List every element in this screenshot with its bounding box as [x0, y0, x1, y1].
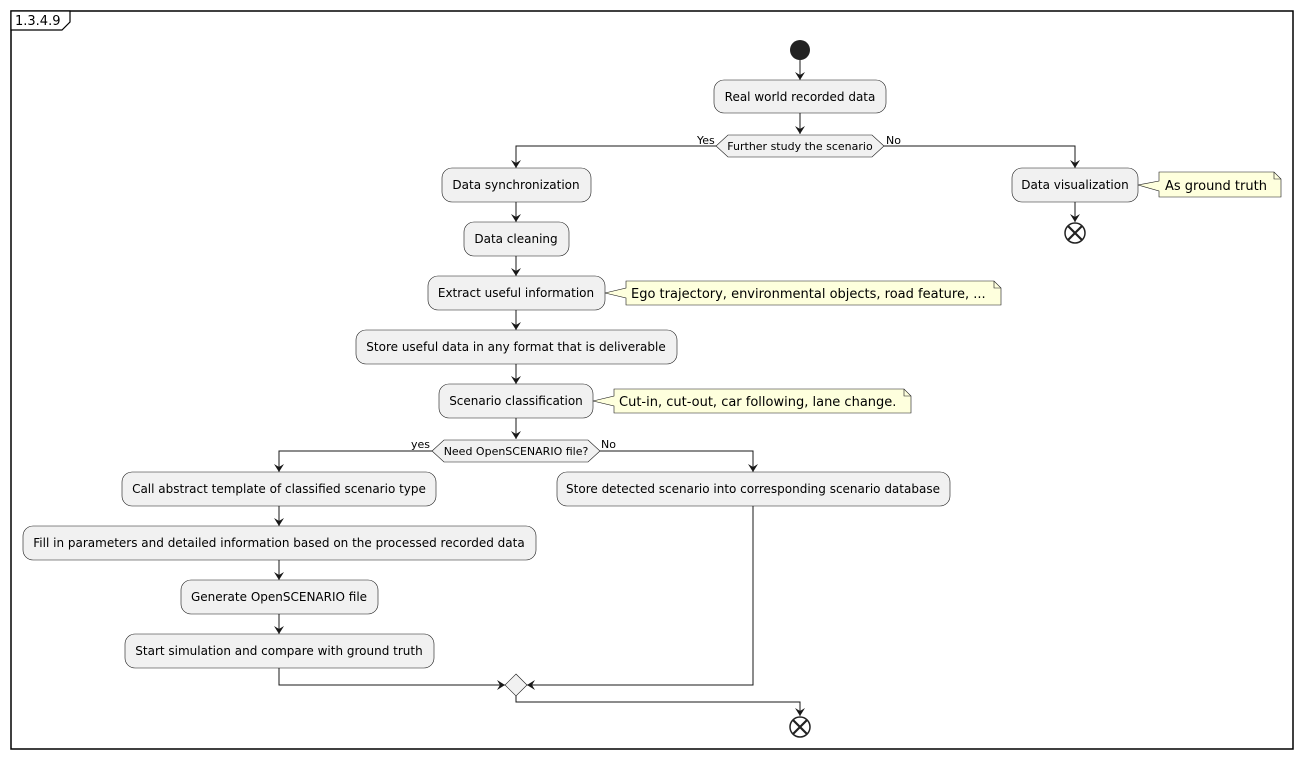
decision-further-study: Further study the scenario: [715, 134, 885, 158]
activity-start-simulation: Start simulation and compare with ground…: [124, 633, 435, 669]
note-text: Cut-in, cut-out, car following, lane cha…: [619, 395, 896, 410]
activity-label: Data cleaning: [474, 232, 557, 246]
note-text: As ground truth: [1165, 179, 1267, 194]
activity-label: Generate OpenSCENARIO file: [191, 590, 367, 604]
frame-title: 1.3.4.9: [15, 14, 60, 29]
connectors: [274, 60, 1080, 716]
frame-tab: [10, 10, 71, 31]
edge-label-yes: yes: [411, 438, 430, 451]
activity-fill-parameters: Fill in parameters and detailed informat…: [22, 525, 537, 561]
activity-generate-openscenario: Generate OpenSCENARIO file: [180, 579, 379, 615]
end-node-final: [789, 716, 811, 738]
activity-real-world-data: Real world recorded data: [713, 79, 887, 114]
edge-label-no: No: [601, 438, 616, 451]
note-ego-trajectory: Ego trajectory, environmental objects, r…: [604, 280, 1002, 306]
end-node-visualization: [1064, 222, 1086, 244]
decision-need-openscenario: Need OpenSCENARIO file?: [431, 439, 601, 463]
activity-store-useful-data: Store useful data in any format that is …: [355, 329, 678, 365]
activity-data-visualization: Data visualization: [1011, 167, 1139, 203]
activity-extract-useful-information: Extract useful information: [427, 275, 606, 311]
activity-label: Real world recorded data: [725, 90, 876, 104]
activity-label: Start simulation and compare with ground…: [135, 644, 422, 658]
activity-label: Fill in parameters and detailed informat…: [33, 536, 524, 550]
activity-label: Store detected scenario into correspondi…: [566, 482, 940, 496]
activity-label: Data synchronization: [452, 178, 579, 192]
decision-label: Further study the scenario: [727, 140, 873, 153]
activity-call-abstract-template: Call abstract template of classified sce…: [121, 471, 437, 507]
start-node: [790, 40, 810, 60]
activity-label: Data visualization: [1021, 178, 1128, 192]
activity-data-cleaning: Data cleaning: [463, 221, 570, 257]
activity-scenario-classification: Scenario classification: [438, 383, 594, 419]
note-ground-truth: As ground truth: [1137, 171, 1282, 198]
activity-data-synchronization: Data synchronization: [441, 167, 592, 203]
diagram-frame: [10, 10, 1294, 750]
activity-label: Store useful data in any format that is …: [366, 340, 665, 354]
decision-label: Need OpenSCENARIO file?: [444, 445, 589, 458]
merge-node: [504, 673, 528, 697]
activity-label: Scenario classification: [449, 394, 583, 408]
activity-label: Call abstract template of classified sce…: [132, 482, 426, 496]
activity-label: Extract useful information: [438, 286, 594, 300]
activity-store-detected-scenario: Store detected scenario into correspondi…: [556, 471, 951, 507]
note-cut-in: Cut-in, cut-out, car following, lane cha…: [592, 388, 912, 414]
edge-label-yes: Yes: [696, 134, 715, 147]
note-text: Ego trajectory, environmental objects, r…: [631, 287, 986, 302]
edge-label-no: No: [886, 134, 901, 147]
